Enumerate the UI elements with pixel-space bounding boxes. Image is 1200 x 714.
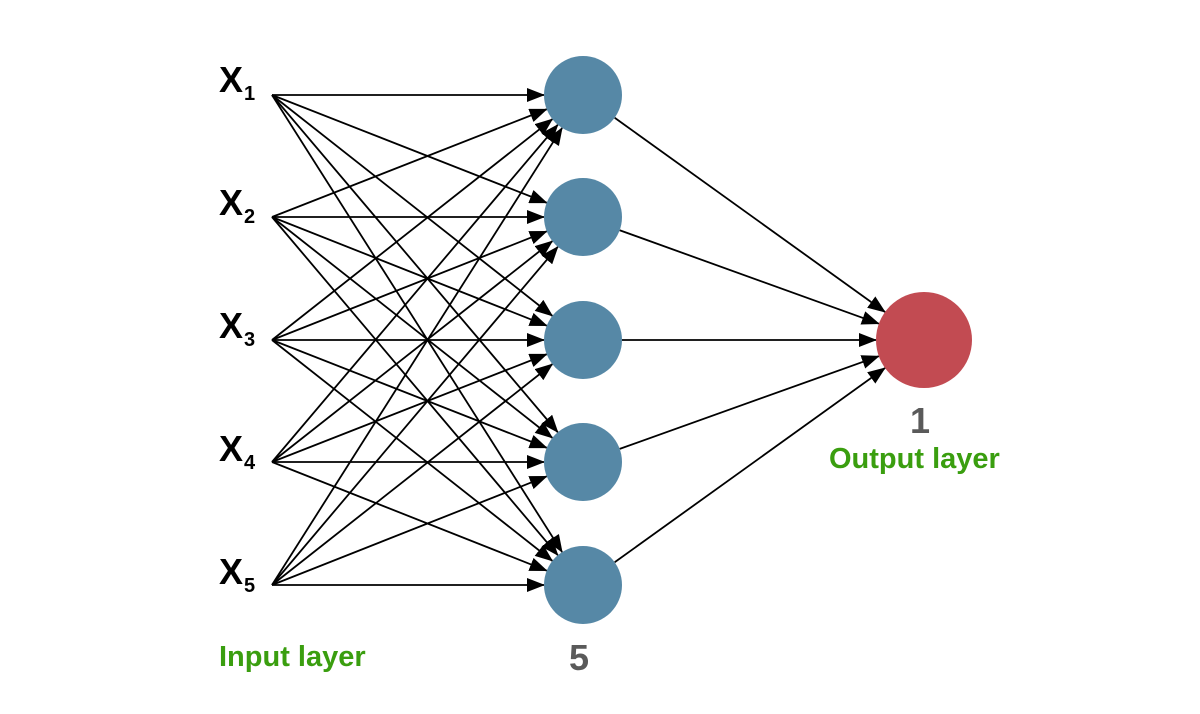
edge-input-4-to-hidden-2 [271,240,554,463]
edge-input-3-to-hidden-4 [271,339,548,449]
edge-input-3-to-hidden-2 [271,230,548,341]
input-label-x5: X5 [219,551,256,598]
input-letter: X [219,182,244,223]
edge-hidden-2-to-output [619,229,880,325]
edge-hidden-1-to-output [614,117,886,313]
output-layer-count: 1 [910,400,931,441]
input-letter: X [219,551,244,592]
edge-input-4-to-hidden-3 [271,353,548,463]
hidden-node-1 [544,56,622,134]
input-subscript: 5 [244,575,256,597]
edge-input-1-to-hidden-2 [271,94,548,204]
connection-lines [271,88,886,592]
edge-input-5-to-hidden-1 [271,127,563,586]
edge-input-5-to-hidden-2 [271,246,559,586]
input-layer-label: Input layer [219,641,366,673]
input-label-x2: X2 [219,182,256,229]
input-label-x3: X3 [219,305,256,352]
hidden-layer-count: 5 [569,637,590,678]
input-subscript: 3 [244,329,256,351]
edge-hidden-5-to-output [614,367,886,563]
edge-input-4-to-hidden-5 [271,461,548,572]
input-letter: X [219,305,244,346]
input-subscript: 4 [244,452,256,474]
edge-input-1-to-hidden-4 [271,94,559,434]
input-label-x1: X1 [219,59,256,106]
edge-input-2-to-hidden-5 [271,216,559,556]
edge-input-1-to-hidden-3 [271,94,554,317]
edge-input-2-to-hidden-1 [271,108,548,218]
input-subscript: 2 [244,206,256,228]
input-label-x4: X4 [219,428,256,475]
edge-input-5-to-hidden-3 [271,363,554,586]
edge-input-3-to-hidden-5 [271,339,554,562]
edge-hidden-4-to-output [619,355,880,450]
output-layer-label: Output layer [829,443,1000,475]
hidden-node-4 [544,423,622,501]
hidden-node-3 [544,301,622,379]
edge-input-1-to-hidden-5 [271,94,563,553]
edge-input-4-to-hidden-1 [271,123,559,463]
edge-input-2-to-hidden-4 [271,216,554,439]
edge-input-2-to-hidden-3 [271,216,548,327]
edge-input-5-to-hidden-4 [271,475,548,586]
output-node [876,292,972,388]
neuron-nodes [544,56,972,624]
hidden-node-5 [544,546,622,624]
input-subscript: 1 [244,83,256,105]
input-letter: X [219,428,244,469]
input-letter: X [219,59,244,100]
hidden-node-2 [544,178,622,256]
edge-input-3-to-hidden-1 [271,118,554,341]
